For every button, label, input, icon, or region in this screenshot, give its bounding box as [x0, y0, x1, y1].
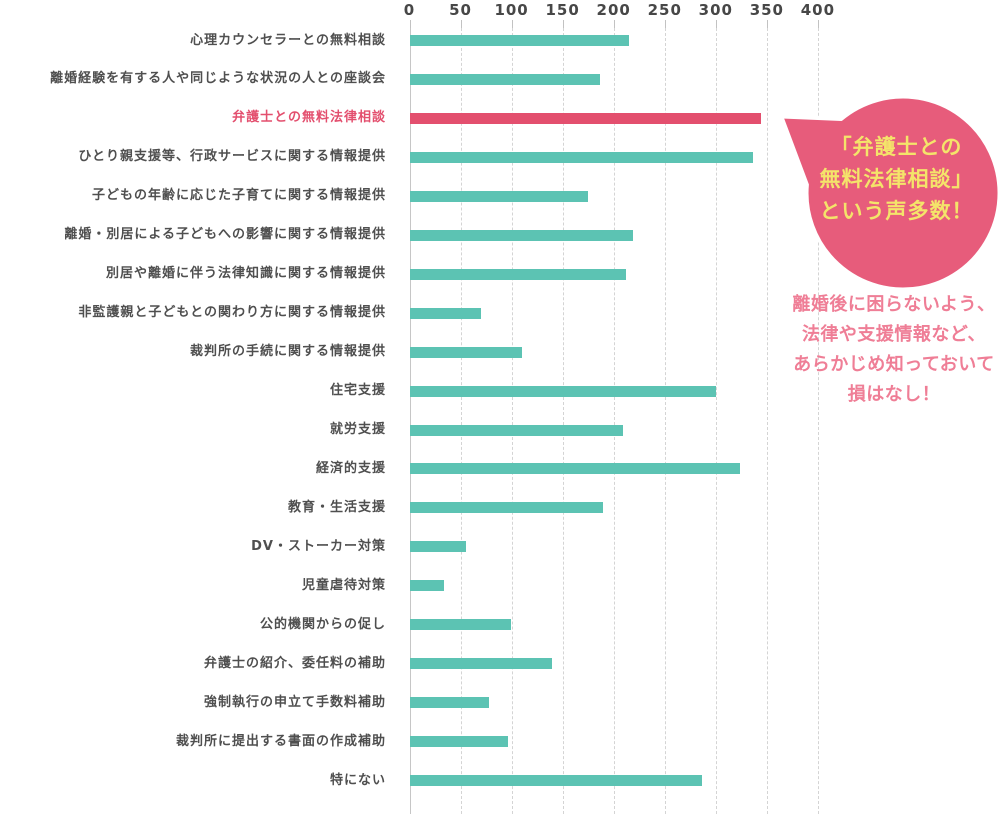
bar: [409, 346, 522, 358]
bar-label: 別居や離婚に伴う法律知識に関する情報提供: [105, 266, 386, 282]
x-axis-tick-mark: [562, 20, 564, 28]
bar: [409, 190, 589, 202]
bar-label: DV・ストーカー対策: [251, 538, 386, 554]
bar-label: 心理カウンセラーとの無料相談: [190, 32, 386, 48]
x-axis-tick-label: 350: [749, 1, 784, 19]
bar-label: 弁護士との無料法律相談: [232, 110, 386, 126]
bar: [409, 424, 623, 436]
x-axis-tick-mark: [817, 20, 819, 28]
gridline: [613, 28, 615, 814]
bar-label: ひとり親支援等、行政サービスに関する情報提供: [78, 149, 386, 165]
gridline: [409, 28, 411, 814]
bar: [409, 268, 626, 280]
note-line: 離婚後に困らないよう、: [792, 294, 996, 315]
bar-label: 特にない: [329, 772, 386, 788]
speech-bubble: [780, 95, 1000, 291]
speech-bubble-text: 「弁護士との無料法律相談」という声多数！: [793, 131, 1000, 227]
bar-label: 児童虐待対策: [301, 577, 386, 593]
bar: [409, 385, 716, 397]
speech-bubble-line: 「弁護士との: [830, 135, 963, 159]
gridline: [817, 28, 819, 814]
bar-label: 離婚・別居による子どもへの影響に関する情報提供: [64, 227, 386, 243]
bar: [409, 619, 511, 631]
speech-bubble-shape: [780, 95, 1000, 291]
x-axis-tick-label: 50: [449, 1, 472, 19]
bar: [409, 541, 466, 553]
x-axis-tick-mark: [409, 20, 411, 28]
x-axis-tick-mark: [460, 20, 462, 28]
x-axis-tick-mark: [511, 20, 513, 28]
note-line: あらかじめ知っておいて: [793, 354, 995, 375]
bar-label: 裁判所に提出する書面の作成補助: [175, 733, 386, 749]
gridline: [511, 28, 513, 814]
bar-label: 弁護士の紹介、委任料の補助: [203, 655, 386, 671]
x-axis-tick-label: 0: [403, 1, 416, 19]
bar-label: 非監護親と子どもとの関わり方に関する情報提供: [78, 305, 386, 321]
x-axis-tick-mark: [664, 20, 666, 28]
x-axis-tick-label: 100: [494, 1, 529, 19]
bar: [409, 73, 601, 85]
bar: [409, 775, 702, 787]
bar: [409, 580, 445, 592]
bar: [409, 697, 490, 709]
x-axis-tick-mark: [715, 20, 717, 28]
x-axis-tick-label: 250: [647, 1, 682, 19]
bar: [409, 35, 629, 46]
bar-label: 就労支援: [329, 422, 386, 437]
bar: [409, 658, 553, 670]
x-axis-tick-label: 150: [545, 1, 580, 19]
gridline: [460, 28, 462, 814]
x-axis-tick-label: 200: [596, 1, 631, 19]
x-axis-tick-mark: [613, 20, 615, 28]
gridline: [715, 28, 717, 814]
bar-label: 強制執行の申立て手数料補助: [203, 694, 386, 710]
bar-label: 子どもの年齢に応じた子育てに関する情報提供: [91, 188, 386, 204]
bar: [409, 229, 634, 241]
x-axis-tick-mark: [766, 20, 768, 28]
bar-highlight: [409, 112, 761, 124]
bar-label: 住宅支援: [329, 383, 386, 399]
x-axis-tick-label: 300: [698, 1, 733, 19]
bar: [409, 307, 481, 319]
gridline: [664, 28, 666, 814]
x-axis-tick-label: 400: [800, 1, 836, 19]
speech-bubble-line: という声多数！: [819, 199, 974, 223]
gridline: [562, 28, 564, 814]
gridline: [766, 28, 768, 814]
note-text: 離婚後に困らないよう、法律や支援情報など、あらかじめ知っておいて損はなし！: [784, 290, 1000, 410]
bar-label: 公的機関からの促し: [259, 616, 386, 632]
speech-bubble-line: 無料法律相談」: [819, 167, 974, 191]
bar: [409, 502, 604, 514]
bar-label: 教育・生活支援: [287, 499, 386, 515]
bar: [409, 151, 753, 163]
note-line: 損はなし！: [847, 384, 941, 405]
bar: [409, 736, 508, 748]
bar: [409, 463, 741, 475]
bar-label: 経済的支援: [315, 460, 386, 476]
bar-label: 裁判所の手続に関する情報提供: [189, 344, 386, 360]
bar-label: 離婚経験を有する人や同じような状況の人との座談会: [50, 71, 386, 87]
note-line: 法律や支援情報など、: [801, 324, 987, 345]
